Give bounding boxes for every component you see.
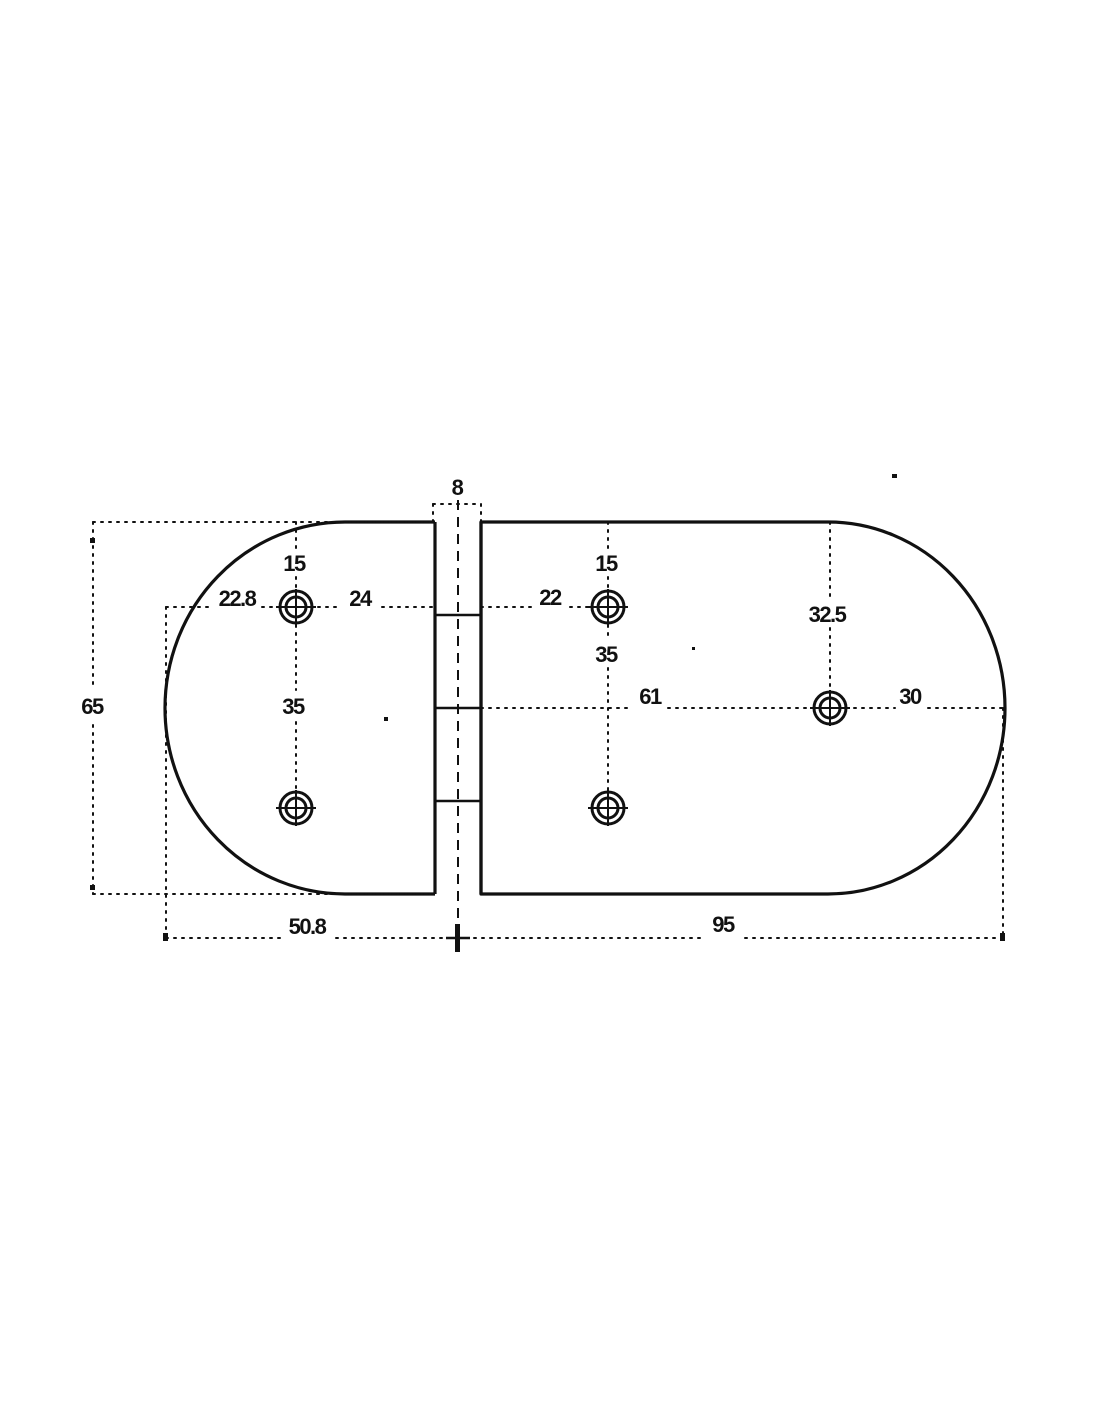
screw-hole-right-bottom [588,790,628,826]
dim-right-center-hole-from-edge: 30 [899,684,922,709]
dim-right-hole-from-top: 15 [595,551,618,576]
screw-hole-left-bottom [276,790,316,826]
screw-hole-right-center [810,690,850,726]
hinge-knuckle [433,500,483,950]
dim-right-hole-spacing: 35 [595,642,618,667]
right-leaf-outline [479,520,1007,896]
dimension-ticks [90,474,1005,952]
screw-hole-right-top [588,589,628,625]
dim-left-hole-from-top: 15 [283,551,306,576]
dim-left-hole-to-knuckle: 24 [349,586,373,611]
left-leaf-outline [163,520,435,896]
dim-right-leaf-length: 95 [712,912,735,937]
dim-right-center-hole-from-top: 32.5 [809,602,847,627]
screw-hole-left-top [276,589,316,625]
dim-left-leaf-length: 50.8 [289,914,327,939]
dim-left-hole-from-edge: 22.8 [219,586,257,611]
dimension-lines [92,503,1004,939]
dim-knuckle-width: 8 [452,475,464,500]
dim-right-center-hole-from-knuckle: 61 [639,684,662,709]
dim-right-hole-from-knuckle: 22 [539,585,562,610]
dim-left-hole-spacing: 35 [282,694,305,719]
dim-overall-height: 65 [81,694,104,719]
